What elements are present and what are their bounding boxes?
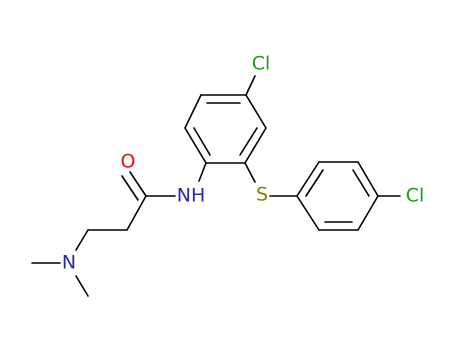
bond-ring-a-5 (244, 127, 267, 164)
atom-labels: Cl S Cl NH O N (62, 53, 424, 274)
bond-chain-3 (75, 229, 89, 251)
bond-ring-a-5-inner (239, 127, 258, 156)
bond-ring-a-sulfur (244, 162, 256, 183)
bond-ring-a-3-inner (193, 127, 211, 156)
atom-oxygen: O (121, 151, 136, 173)
bond-ring-b-1-inner (305, 169, 324, 197)
bond-ring-b-6 (296, 195, 320, 231)
atom-sulfur: S (256, 184, 268, 206)
bond-ring-a-3 (184, 127, 207, 164)
bond-n-methyl-bottom (75, 275, 89, 297)
atom-nh: NH (177, 185, 206, 207)
bond-chain-1 (126, 195, 147, 231)
bond-carbonyl-o-2 (121, 175, 139, 201)
bond-ring-b-3 (357, 161, 379, 197)
bond-ring-b-1 (296, 161, 320, 197)
bonds (31, 75, 401, 297)
bond-ring-a-nh (198, 162, 207, 182)
bond-ring-a-6 (245, 94, 267, 129)
bond-ring-a-2 (184, 94, 202, 129)
atom-cl-right: Cl (406, 185, 425, 207)
bond-ring-b-4 (357, 195, 379, 231)
bond-carbonyl-o-1 (129, 171, 147, 197)
atom-nitrogen: N (62, 252, 76, 274)
bond-ring-b-3-inner (352, 169, 370, 197)
atom-cl-top: Cl (252, 53, 271, 75)
bond-ring-cl-top (245, 75, 256, 96)
